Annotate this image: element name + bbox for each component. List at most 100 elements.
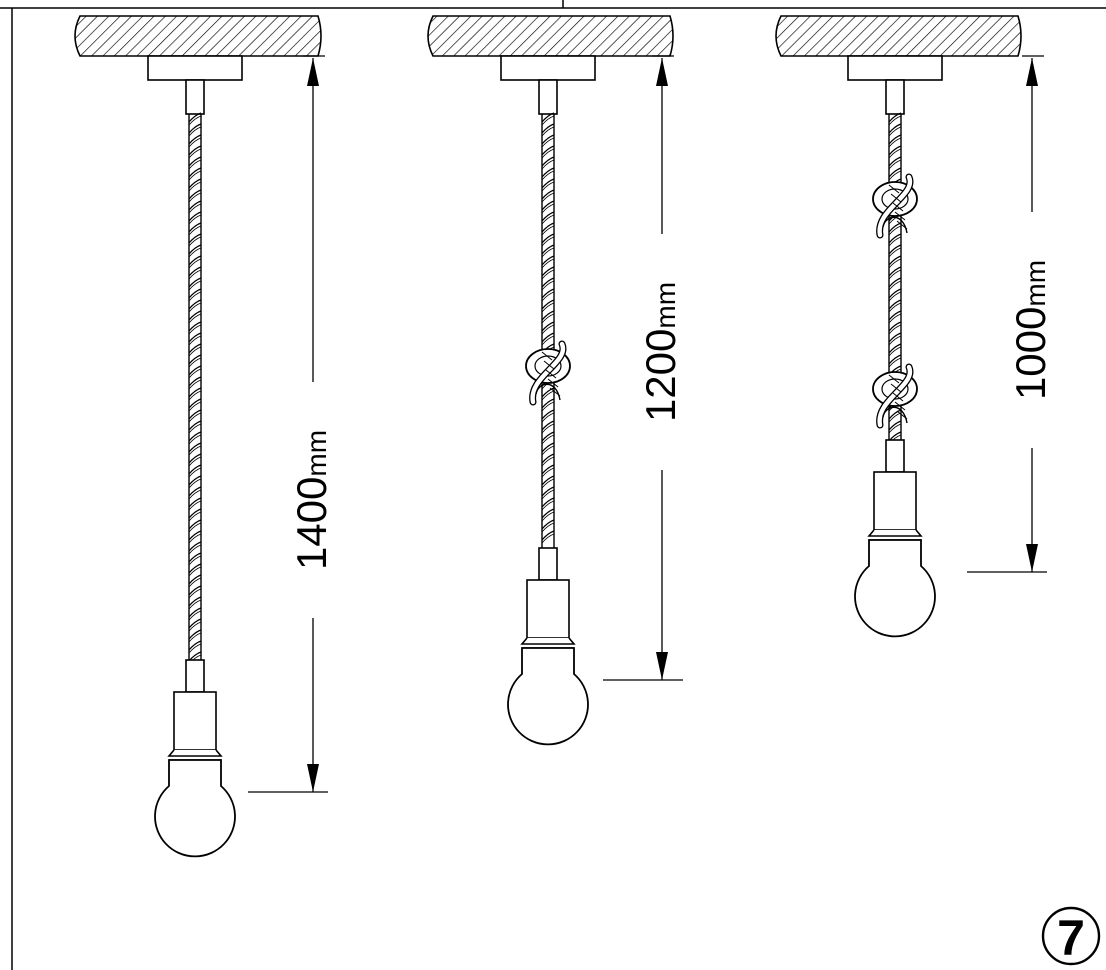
rope-twist [541, 519, 555, 530]
holder-collar [520, 637, 576, 645]
rope-twist-inner [888, 324, 902, 335]
rope-twist [188, 266, 202, 277]
rope-twist [541, 453, 555, 464]
rope-twist-inner [188, 225, 202, 236]
length-dimension: 1200mm [603, 55, 684, 681]
knot-twist-mark [543, 360, 555, 370]
rope-twist [188, 332, 202, 343]
knot-twist-mark [888, 374, 900, 384]
rope-twist [541, 233, 555, 244]
rope-twist-inner [541, 390, 555, 401]
rope-twist [541, 486, 555, 497]
rope-twist-inner [541, 500, 555, 511]
rope-twist [188, 156, 202, 167]
rope-twist-inner [888, 291, 902, 302]
rope-twist [188, 123, 202, 134]
ceiling-section [74, 15, 322, 57]
rope-twist-inner [188, 368, 202, 379]
rope-twist [188, 431, 202, 442]
rope-twist [188, 321, 202, 332]
knot-twist-mark [549, 387, 561, 397]
rope-twist [188, 112, 202, 123]
rope-knot [525, 340, 571, 406]
rope-twist-inner [541, 137, 555, 148]
dimension-label: 1200mm [637, 282, 684, 422]
rope-twist-inner [541, 247, 555, 258]
rope-twist-inner [188, 324, 202, 335]
rope-twist-inner [888, 225, 902, 236]
rope-twist-inner [188, 379, 202, 390]
rope-twist-inner [888, 280, 902, 291]
rope-twist-inner [188, 291, 202, 302]
rope-twist-inner [188, 456, 202, 467]
dimension-value: 1200 [637, 329, 684, 422]
twisted-rope [541, 112, 555, 548]
rope-twist-inner [541, 401, 555, 412]
rope-twist-inner [188, 566, 202, 577]
rope-twist [541, 244, 555, 255]
rope-twist [888, 233, 902, 244]
rope-twist-inner [541, 115, 555, 126]
rope-twist-inner [188, 555, 202, 566]
rope-twist-inner [188, 599, 202, 610]
dimension-arrow-bottom [656, 652, 668, 680]
rope-twist [541, 156, 555, 167]
rope-twist-inner [541, 225, 555, 236]
rope-twist-inner [188, 544, 202, 555]
dimension-unit: mm [1020, 260, 1051, 307]
knot-twist-mark [896, 410, 908, 420]
rope-twist [888, 332, 902, 343]
rope-twist-inner [541, 258, 555, 269]
rope-twist-inner [541, 511, 555, 522]
rope-twist-inner [188, 511, 202, 522]
ceiling-section [427, 15, 674, 57]
rope-twist-inner [541, 126, 555, 137]
rope-twist-inner [188, 533, 202, 544]
dimension-arrow-top [307, 58, 319, 86]
rope-twist-inner [188, 445, 202, 456]
rope-twist [541, 145, 555, 156]
rope-twist [188, 288, 202, 299]
rope-twist [888, 255, 902, 266]
rope-twist-inner [888, 357, 902, 368]
dimension-arrow-top [656, 58, 668, 86]
rope-twist [188, 574, 202, 585]
knot-twist-mark [894, 211, 906, 221]
rope-twist [888, 145, 902, 156]
rope-twist-inner [541, 335, 555, 346]
rope-twist-inner [541, 159, 555, 170]
rope-twist [541, 299, 555, 310]
rope-twist [541, 134, 555, 145]
knot-twist-mark [890, 383, 902, 393]
rope-twist-inner [188, 269, 202, 280]
rope-twist-inner [888, 346, 902, 357]
rope-twist-inner [888, 313, 902, 324]
rope-twist-inner [188, 643, 202, 654]
rope-twist [188, 178, 202, 189]
rope-twist-inner [888, 302, 902, 313]
knot-twist-mark [541, 351, 553, 361]
length-dimension: 1000mm [967, 55, 1054, 573]
rope-twist [888, 310, 902, 321]
rope-twist-inner [541, 269, 555, 280]
rope-twist-inner [188, 522, 202, 533]
rope-twist [188, 497, 202, 508]
rope-twist [888, 299, 902, 310]
rope-twist [541, 200, 555, 211]
ceiling-canopy [147, 55, 243, 81]
rope-twist [541, 222, 555, 233]
rope-twist-inner [541, 445, 555, 456]
rope-twist-inner [188, 489, 202, 500]
knot-wrap [882, 216, 908, 234]
rope-twist [888, 156, 902, 167]
rope-twist [188, 618, 202, 629]
rope-twist [541, 255, 555, 266]
cord-sleeve-top [185, 79, 205, 115]
knot-strand-fill [877, 174, 913, 238]
rope-twist-inner [541, 412, 555, 423]
rope-twist [541, 431, 555, 442]
ceiling-canopy [500, 55, 596, 81]
rope-twist-inner [541, 192, 555, 203]
rope-twist [541, 420, 555, 431]
rope-twist [188, 420, 202, 431]
